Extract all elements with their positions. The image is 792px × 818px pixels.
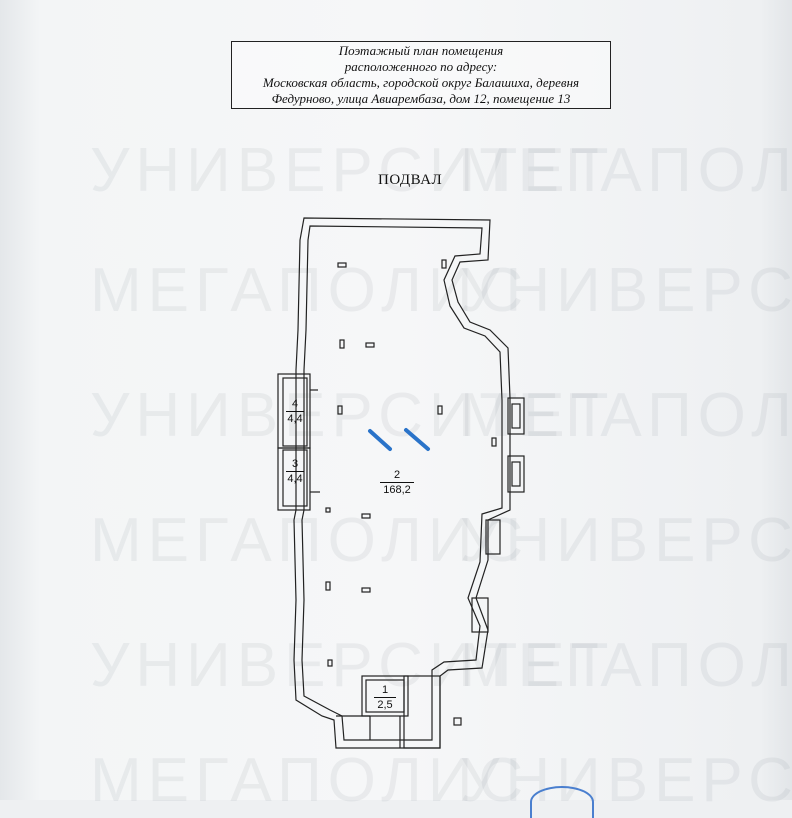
header-line: Поэтажный план помещения <box>338 43 504 58</box>
room-label-1: 1 2,5 <box>374 684 396 712</box>
floor-title: ПОДВАЛ <box>378 172 443 188</box>
window-niche <box>507 455 525 493</box>
window-niche <box>485 519 501 555</box>
window-niche <box>507 397 525 435</box>
inner-wall <box>301 225 503 741</box>
room-3-wall <box>277 447 311 511</box>
room-label-2: 2 168,2 <box>380 469 414 497</box>
room-label-4: 4 4,4 <box>286 398 304 425</box>
header-line: Московская область, городской округ Бала… <box>262 75 580 90</box>
address-header: Поэтажный план помещения расположенного … <box>231 41 611 109</box>
blue-hatch-marks <box>368 428 430 451</box>
floor-plan <box>277 217 525 749</box>
header-line: Федурново, улица Авиарембаза, дом 12, по… <box>271 91 571 106</box>
room-1-wall <box>361 675 409 717</box>
window-niche <box>471 597 489 633</box>
header-line: расположенного по адресу: <box>344 59 498 74</box>
stamp-mark <box>530 786 594 818</box>
outer-wall <box>293 217 511 749</box>
room-label-3: 3 4,4 <box>286 458 304 485</box>
